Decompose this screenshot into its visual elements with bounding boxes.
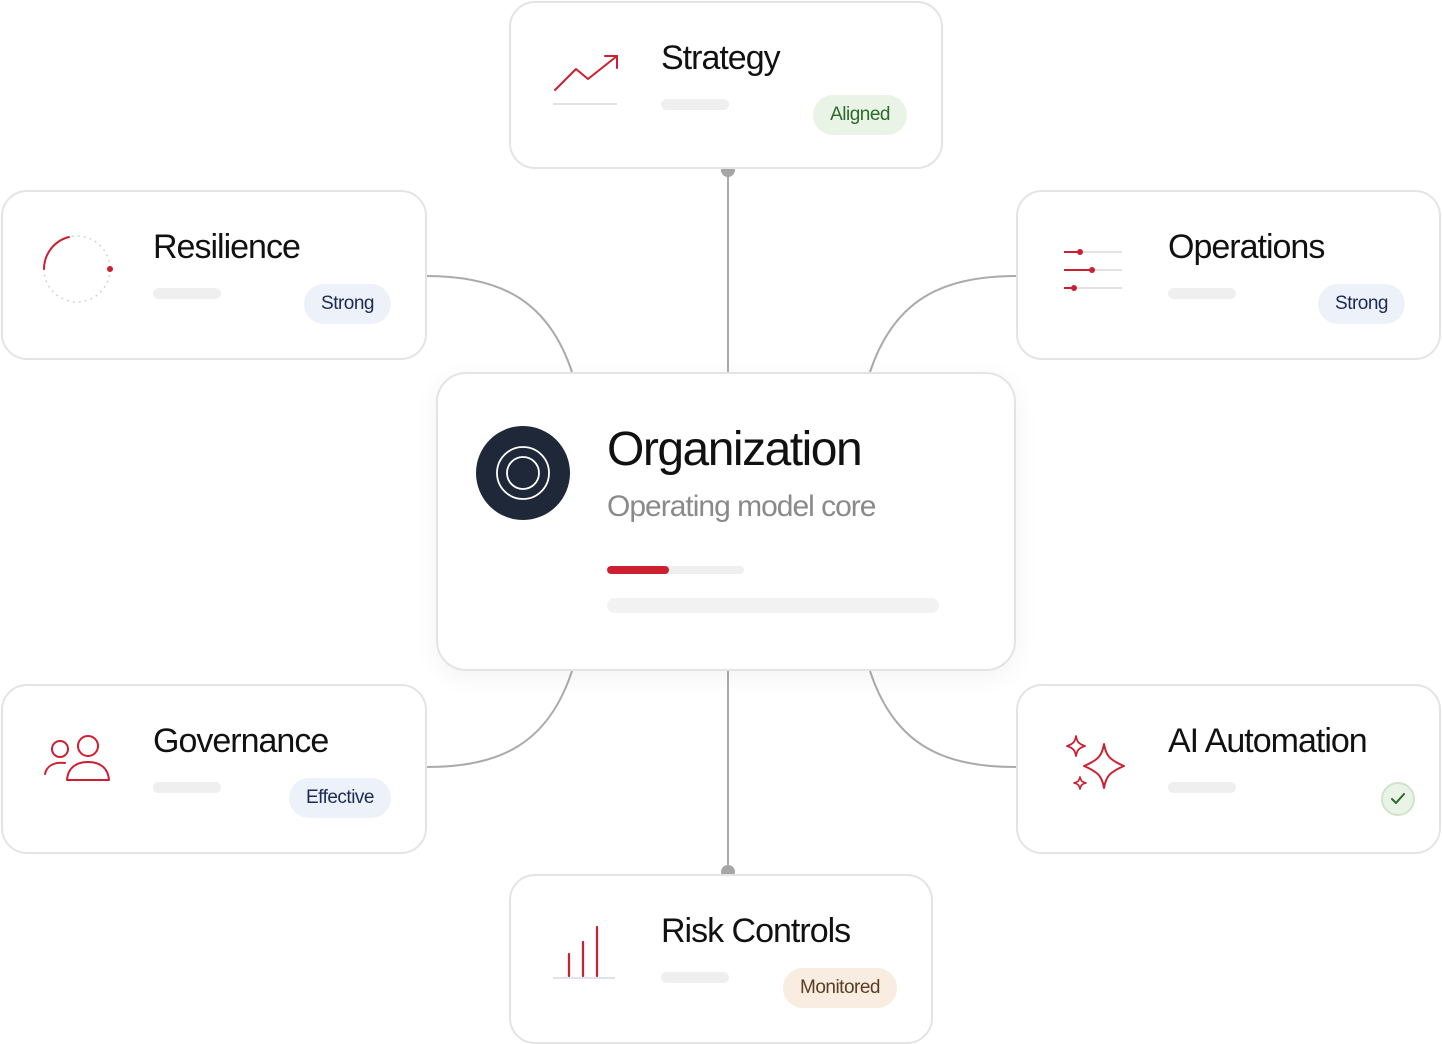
connector-operations	[869, 275, 1017, 373]
risk-controls-title: Risk Controls	[661, 912, 851, 950]
strategy-title: Strategy	[661, 39, 781, 77]
governance-status-badge: Effective	[288, 778, 391, 818]
operations-card[interactable]: Operations Strong	[1016, 190, 1441, 360]
ai-automation-status-badge	[1381, 782, 1415, 816]
circular-progress-icon	[43, 235, 113, 303]
bar-chart-icon	[553, 925, 615, 979]
connector-resilience	[425, 275, 573, 373]
check-icon	[1391, 793, 1405, 804]
resilience-title: Resilience	[153, 228, 301, 266]
operations-status-badge: Strong	[1318, 284, 1405, 324]
users-icon	[44, 735, 110, 781]
resilience-status-badge: Strong	[304, 284, 391, 324]
resilience-placeholder-bar	[153, 288, 221, 299]
governance-title: Governance	[153, 722, 329, 760]
connector-governance	[425, 670, 573, 768]
risk-controls-placeholder-bar	[661, 972, 729, 983]
connector-ai-automation	[869, 670, 1017, 768]
ai-automation-title: AI Automation	[1168, 722, 1368, 760]
operations-title: Operations	[1168, 228, 1325, 266]
operations-placeholder-bar	[1168, 288, 1236, 299]
organization-subtitle: Operating model core	[607, 490, 876, 523]
governance-placeholder-bar	[153, 782, 221, 793]
resilience-card[interactable]: Resilience Strong	[1, 190, 427, 360]
strategy-placeholder-bar	[661, 99, 729, 110]
trend-up-chart-icon	[553, 55, 618, 105]
organization-progress-fill	[607, 566, 669, 574]
sliders-icon	[1064, 249, 1122, 291]
strategy-card[interactable]: Strategy Aligned	[509, 1, 943, 169]
governance-card[interactable]: Governance Effective	[1, 684, 427, 854]
strategy-status-badge: Aligned	[813, 95, 907, 135]
ai-automation-card[interactable]: AI Automation	[1016, 684, 1441, 854]
concentric-circles-logo-icon	[476, 426, 570, 520]
sparkles-icon	[1066, 735, 1125, 790]
risk-controls-card[interactable]: Risk Controls Monitored	[509, 874, 933, 1044]
risk-controls-status-badge: Monitored	[783, 968, 897, 1008]
organization-progress-bar	[607, 566, 744, 574]
ai-automation-placeholder-bar	[1168, 782, 1236, 793]
organization-title: Organization	[607, 423, 863, 476]
organization-card[interactable]: Organization Operating model core	[436, 372, 1016, 671]
organization-placeholder-bar	[607, 598, 939, 613]
